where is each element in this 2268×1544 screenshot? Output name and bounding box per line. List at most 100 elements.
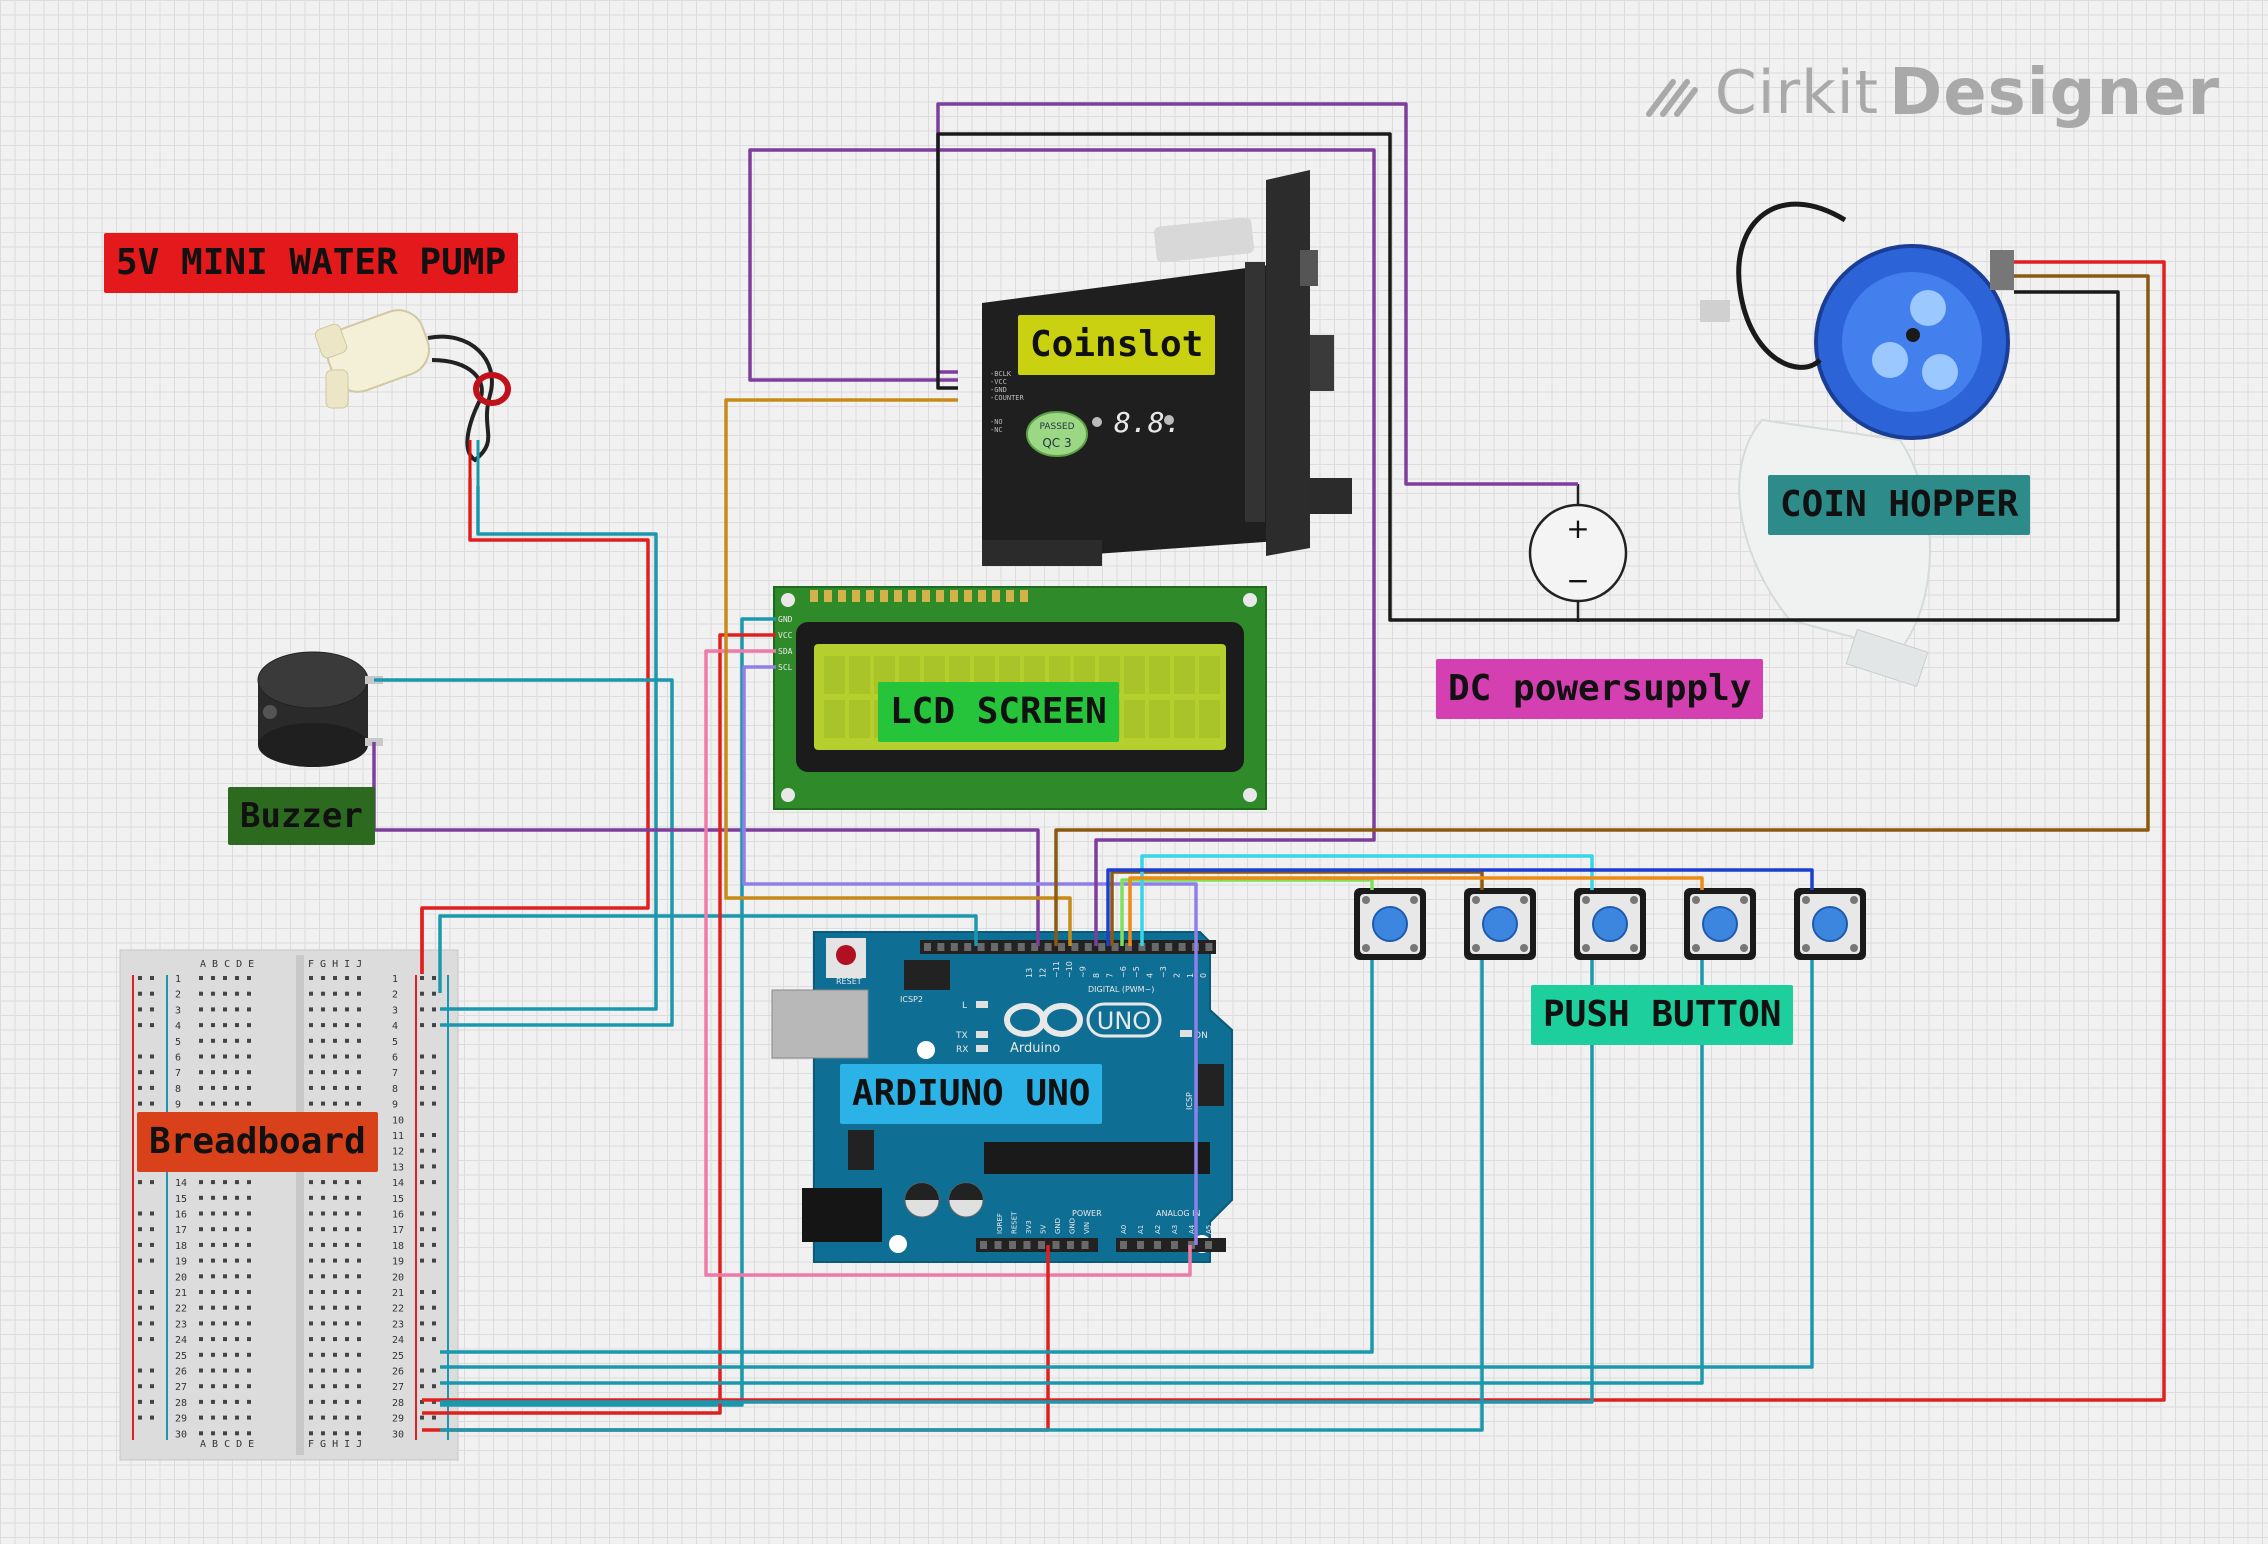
push-button-corner xyxy=(1410,896,1418,904)
push-button-corner xyxy=(1472,944,1480,952)
breadboard[interactable]: 1122334455667788991010111112121313141415… xyxy=(119,949,459,1461)
wire-hopper-power xyxy=(422,260,2166,1402)
rail-hole xyxy=(420,1415,424,1420)
arduino-tx-led xyxy=(976,1031,988,1038)
push-button-3[interactable] xyxy=(1574,888,1646,960)
breadboard-hole xyxy=(333,1305,337,1310)
hopper-connector xyxy=(1990,250,2014,290)
breadboard-hole xyxy=(333,1352,337,1357)
breadboard-hole xyxy=(199,1211,203,1216)
breadboard-hole xyxy=(235,1431,239,1436)
breadboard-hole xyxy=(321,1195,325,1200)
breadboard-hole xyxy=(333,1054,337,1059)
breadboard-hole xyxy=(309,1101,313,1106)
push-button-cap[interactable] xyxy=(1702,906,1738,942)
arduino-pin xyxy=(977,943,985,951)
wire-pump-power xyxy=(420,478,650,974)
arduino-digital-pin-label: ~9 xyxy=(1079,966,1088,978)
arduino-pin xyxy=(980,1241,987,1249)
arduino-power-pin-label: VIN xyxy=(1083,1222,1091,1234)
breadboard-hole xyxy=(247,1258,251,1263)
rail-hole xyxy=(150,1290,154,1294)
breadboard-hole xyxy=(235,1415,239,1420)
breadboard-hole xyxy=(357,1258,361,1263)
breadboard-hole xyxy=(357,1023,361,1028)
arduino-digital-pin-label: ~10 xyxy=(1065,961,1074,978)
breadboard-hole xyxy=(333,1337,337,1342)
arduino-digital-pin-label: 13 xyxy=(1025,968,1034,978)
breadboard-hole xyxy=(211,1101,215,1106)
breadboard-hole xyxy=(199,1242,203,1247)
pump-outlet xyxy=(325,369,349,409)
lcd-mount-hole xyxy=(781,593,795,607)
arduino-power-pin-label: GND xyxy=(1069,1218,1077,1234)
breadboard-hole xyxy=(357,1070,361,1075)
push-button-cap[interactable] xyxy=(1812,906,1848,942)
pump-cable-tie xyxy=(473,372,511,406)
push-button-cap[interactable] xyxy=(1592,906,1628,942)
coinslot-qc-badge xyxy=(1026,411,1088,457)
push-button-cap[interactable] xyxy=(1372,906,1408,942)
breadboard-hole xyxy=(357,1305,361,1310)
breadboard-row-number: 20 xyxy=(392,1272,404,1283)
hopper-coin-hole xyxy=(1910,290,1946,326)
breadboard-hole xyxy=(357,991,361,996)
buzzer[interactable] xyxy=(257,651,383,767)
breadboard-hole xyxy=(235,1384,239,1389)
breadboard-hole xyxy=(309,1211,313,1216)
breadboard-hole xyxy=(223,1258,227,1263)
arduino-digital-pin-label: 12 xyxy=(1038,968,1047,978)
breadboard-row-number: 7 xyxy=(175,1068,181,1079)
arduino-pin xyxy=(1178,943,1186,951)
cirkit-logo-icon xyxy=(1645,79,1698,117)
breadboard-row-number: 28 xyxy=(392,1398,404,1409)
rail-hole xyxy=(150,1415,154,1420)
push-button-cap[interactable] xyxy=(1482,906,1518,942)
breadboard-hole xyxy=(199,1290,203,1294)
breadboard-hole xyxy=(321,1101,325,1106)
breadboard-hole xyxy=(333,1023,337,1028)
rail-hole xyxy=(432,1211,436,1216)
arduino-digital-pin-label: ~6 xyxy=(1119,966,1128,978)
lcd-pin-label: SDA xyxy=(778,647,793,656)
breadboard-hole xyxy=(309,1007,313,1012)
breadboard-hole xyxy=(321,1305,325,1310)
rail-hole xyxy=(420,1007,424,1012)
breadboard-row-number: 17 xyxy=(175,1225,187,1236)
water-pump[interactable] xyxy=(314,303,511,486)
push-button-4[interactable] xyxy=(1684,888,1756,960)
breadboard-hole xyxy=(333,1415,337,1420)
rail-hole xyxy=(420,1148,424,1153)
wire-hopper-signal xyxy=(1054,274,2150,946)
breadboard-hole xyxy=(199,1180,203,1185)
rail-hole xyxy=(138,1258,142,1263)
rail-hole xyxy=(138,1054,142,1059)
breadboard-hole xyxy=(345,1023,349,1028)
push-button-2[interactable] xyxy=(1464,888,1536,960)
breadboard-hole xyxy=(235,1274,239,1279)
push-button-corner xyxy=(1740,896,1748,904)
coinslot-pin-label: -BCLK xyxy=(990,370,1012,378)
arduino-pin xyxy=(1111,943,1119,951)
arduino-pin xyxy=(1151,943,1159,951)
coin-hopper[interactable] xyxy=(1700,201,2014,688)
lcd-cell xyxy=(1124,700,1145,738)
push-button-corner xyxy=(1582,896,1590,904)
lcd-cell xyxy=(824,700,845,738)
rail-hole xyxy=(420,1054,424,1059)
wire-button-1 xyxy=(1120,878,1374,946)
breadboard-col-header-right: F G H I J xyxy=(308,959,362,970)
rail-hole xyxy=(432,1242,436,1247)
breadboard-row-number: 19 xyxy=(392,1257,404,1268)
breadboard-hole xyxy=(199,1399,203,1404)
breadboard-hole xyxy=(223,1054,227,1059)
push-button-1[interactable] xyxy=(1354,888,1426,960)
breadboard-hole xyxy=(223,1384,227,1389)
lcd-header-pin xyxy=(1020,590,1028,602)
hopper-plug xyxy=(1700,300,1730,322)
breadboard-row-number: 24 xyxy=(175,1335,187,1346)
breadboard-hole xyxy=(345,1337,349,1342)
dc-power-supply[interactable]: + − xyxy=(1528,484,1628,622)
push-button-5[interactable] xyxy=(1794,888,1866,960)
rail-hole xyxy=(150,1211,154,1216)
